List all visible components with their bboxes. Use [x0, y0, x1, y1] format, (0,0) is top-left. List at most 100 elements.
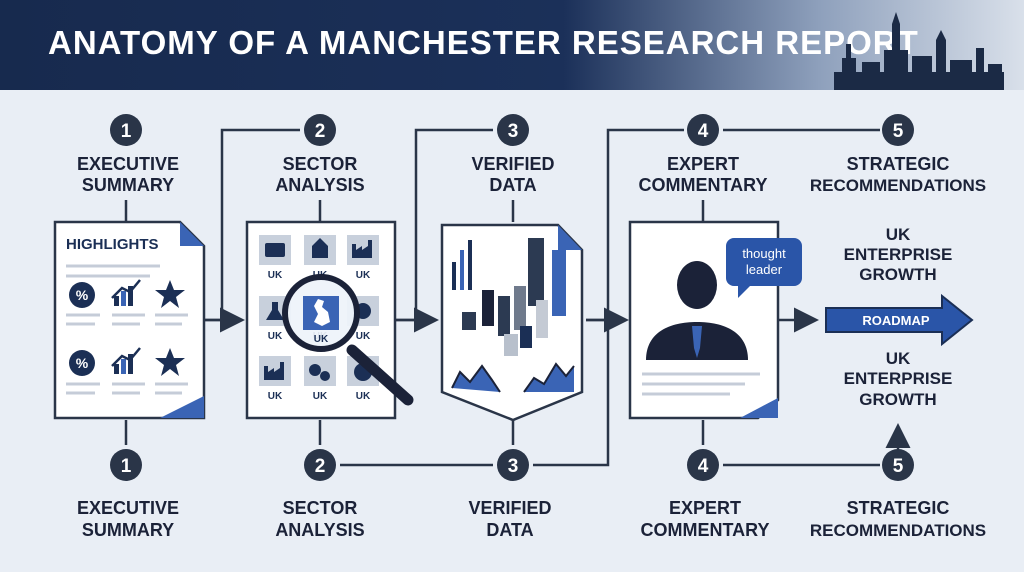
trend-chart-icon	[111, 279, 141, 306]
step-label-line2: COMMENTARY	[641, 520, 770, 540]
step-3-top: 3 VERIFIED DATA	[471, 114, 555, 195]
step-number: 4	[698, 456, 709, 477]
step-label-line1: SECTOR	[283, 154, 358, 174]
cell-label: UK	[268, 391, 283, 402]
step-badge	[497, 114, 529, 146]
step-label-line1: EXPERT	[667, 154, 739, 174]
step-badge	[882, 114, 914, 146]
svg-text:%: %	[76, 287, 89, 303]
thought-leader-bubble: thought leader	[726, 238, 802, 298]
step-label-line2: RECOMMENDATIONS	[810, 176, 986, 195]
percent-icon: %	[69, 282, 95, 308]
roadmap-label: ROADMAP	[862, 313, 929, 328]
cell-label: UK	[356, 391, 371, 402]
cell-label: UK	[313, 391, 328, 402]
manchester-skyline-icon	[834, 12, 1004, 90]
step-3-bottom: 3 VERIFIED DATA	[468, 449, 552, 540]
step-1-top: 1 EXECUTIVE SUMMARY	[77, 114, 179, 195]
step-badge	[882, 449, 914, 481]
step-label-line1: STRATEGIC	[847, 498, 950, 518]
step-number: 1	[121, 456, 132, 477]
step-1-bottom: 1 EXECUTIVE SUMMARY	[77, 449, 179, 540]
growth-bottom-line1: UK	[886, 349, 911, 368]
factory-icon	[264, 362, 284, 380]
growth-bottom-line2: ENTERPRISE	[844, 369, 953, 388]
star-icon	[155, 280, 185, 308]
uk-map-icon	[314, 299, 330, 326]
step-number: 2	[315, 456, 326, 477]
percent-icon: %	[69, 350, 95, 376]
person-icon	[646, 261, 748, 360]
step-badge	[304, 449, 336, 481]
bubble-line2: leader	[746, 262, 783, 277]
executive-summary-document: HIGHLIGHTS % %	[53, 220, 206, 420]
growth-top-line3: GROWTH	[859, 265, 936, 284]
step-badge	[110, 114, 142, 146]
step-label-line2: DATA	[486, 520, 533, 540]
factory-icon	[352, 240, 372, 258]
step-2-top: 2 SECTOR ANALYSIS	[275, 114, 365, 195]
step-label-line1: EXECUTIVE	[77, 498, 179, 518]
line-chart-icon	[451, 362, 575, 393]
step-label-line1: STRATEGIC	[847, 154, 950, 174]
step-label-line1: VERIFIED	[471, 154, 554, 174]
flask-icon	[266, 302, 284, 320]
bubble-line1: thought	[742, 246, 786, 261]
growth-bottom-line3: GROWTH	[859, 390, 936, 409]
step-label-line1: VERIFIED	[468, 498, 551, 518]
step-label-line2: SUMMARY	[82, 520, 174, 540]
growth-top-line1: UK	[886, 225, 911, 244]
gears-icon	[309, 364, 321, 376]
step-label-line2: DATA	[489, 175, 536, 195]
step-badge	[687, 449, 719, 481]
steps-bottom: 1 EXECUTIVE SUMMARY 2 SECTOR ANALYSIS 3 …	[77, 449, 986, 540]
building-icon	[312, 238, 328, 258]
step-number: 5	[893, 456, 904, 477]
step-badge	[687, 114, 719, 146]
trend-chart-icon	[111, 347, 141, 374]
steps-top: 1 EXECUTIVE SUMMARY 2 SECTOR ANALYSIS 3 …	[77, 114, 986, 195]
sector-analysis-document: UK UK UK UK UK UK UK UK UK UK	[245, 220, 414, 420]
connector-lines	[124, 128, 911, 467]
svg-text:%: %	[76, 355, 89, 371]
step-number: 5	[893, 121, 904, 142]
step-number: 3	[508, 121, 519, 142]
bar-chart-icon	[452, 238, 566, 356]
step-number: 4	[698, 121, 709, 142]
expert-commentary-document: thought leader	[628, 220, 802, 420]
magnifier-label: UK	[314, 334, 329, 345]
step-label-line2: COMMENTARY	[639, 175, 768, 195]
step-badge	[304, 114, 336, 146]
cell-label: UK	[356, 331, 371, 342]
step-label-line2: ANALYSIS	[275, 175, 364, 195]
step-badge	[497, 449, 529, 481]
briefcase-icon	[265, 243, 285, 257]
step-label-line1: EXPERT	[669, 498, 741, 518]
step-label-line1: EXECUTIVE	[77, 154, 179, 174]
step-4-top: 4 EXPERT COMMENTARY	[639, 114, 768, 195]
step-4-bottom: 4 EXPERT COMMENTARY	[641, 449, 770, 540]
highlights-title: HIGHLIGHTS	[66, 236, 159, 253]
cell-label: UK	[268, 270, 283, 281]
cell-label: UK	[356, 270, 371, 281]
outcome-section: UK ENTERPRISE GROWTH ROADMAP UK ENTERPRI…	[825, 225, 974, 409]
step-label-line2: RECOMMENDATIONS	[810, 521, 986, 540]
cell-label: UK	[268, 331, 283, 342]
step-number: 2	[315, 121, 326, 142]
magnifier-icon: UK	[282, 274, 414, 406]
step-number: 1	[121, 121, 132, 142]
step-number: 3	[508, 456, 519, 477]
step-5-bottom: 5 STRATEGIC RECOMMENDATIONS	[810, 449, 986, 540]
roadmap-arrow: ROADMAP	[825, 293, 974, 347]
step-badge	[110, 449, 142, 481]
verified-data-document	[440, 223, 584, 422]
page-title: ANATOMY OF A MANCHESTER RESEARCH REPORT	[48, 24, 919, 61]
step-label-line1: SECTOR	[283, 498, 358, 518]
star-icon	[155, 348, 185, 376]
step-5-top: 5 STRATEGIC RECOMMENDATIONS	[810, 114, 986, 195]
step-label-line2: ANALYSIS	[275, 520, 364, 540]
step-label-line2: SUMMARY	[82, 175, 174, 195]
growth-top-line2: ENTERPRISE	[844, 245, 953, 264]
